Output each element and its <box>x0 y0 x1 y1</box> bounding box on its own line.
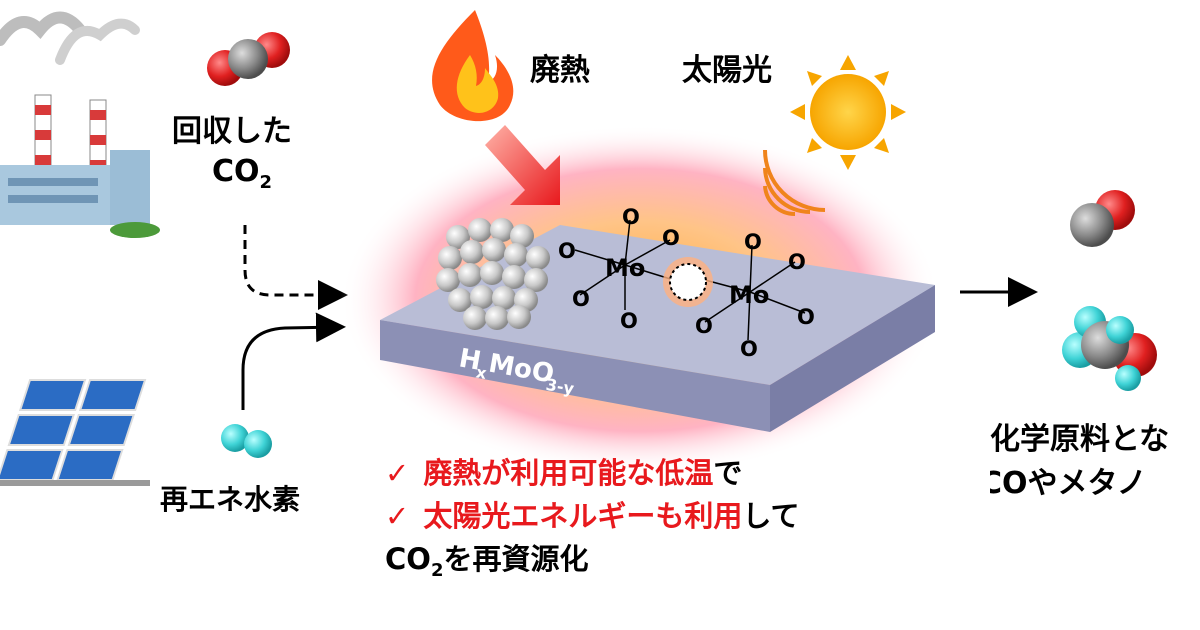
co2-molecule-icon <box>207 32 290 86</box>
summary-rest: を再資源化 <box>443 542 589 576</box>
co2-label-line1: 回収した <box>172 114 292 149</box>
o-atom-label: O <box>695 314 713 338</box>
o-atom-label: O <box>797 305 815 329</box>
check-icon: ✓ <box>385 499 410 533</box>
waste-heat-label: 廃熱 <box>530 53 590 88</box>
hydrogen-molecule-icon <box>221 424 272 458</box>
benefit-line1-red: 廃熱が利用可能な低温 <box>423 456 714 490</box>
co2-co: CO <box>212 154 260 189</box>
catalyst-formula: H x MoO 3-y <box>457 343 576 399</box>
products-label: 化学原料とな COやメタノ <box>990 418 1200 506</box>
co2-flow-arrow <box>243 225 348 310</box>
heat-arrow <box>485 125 560 205</box>
mo-atom-label-right: Mo <box>729 281 769 309</box>
benefit-summary: CO2を再資源化 <box>385 538 799 592</box>
o-atom-label: O <box>740 337 758 361</box>
products-line2: COやメタノ <box>990 466 1147 501</box>
o-atom-label: O <box>558 239 576 263</box>
mo-atom-label-left: Mo <box>605 254 645 282</box>
o-atom-label: O <box>788 250 806 274</box>
co2-input-label: 回収した CO2 <box>172 112 292 203</box>
o-atom-label: O <box>662 226 680 250</box>
benefit-item: ✓ 太陽光エネルギーも利用して <box>385 495 799 538</box>
benefits-list: ✓ 廃熱が利用可能な低温で ✓ 太陽光エネルギーも利用して CO2を再資源化 <box>385 452 799 592</box>
benefit-line2-black: して <box>742 499 800 533</box>
benefit-line1-black: で <box>713 456 743 490</box>
solar-panel-icon <box>0 379 150 486</box>
methanol-molecule-icon <box>1062 306 1157 391</box>
hydrogen-input-label: 再エネ水素 <box>160 483 301 516</box>
co2-label-formula: CO2 <box>172 152 292 203</box>
o-atom-label: O <box>622 205 640 229</box>
factory-icon <box>0 11 160 238</box>
sunlight-rays <box>763 149 826 217</box>
sunlight-label: 太陽光 <box>682 53 772 88</box>
hydrogen-flow-arrow <box>241 312 346 410</box>
benefit-item: ✓ 廃熱が利用可能な低温で <box>385 452 799 495</box>
o-atom-label: O <box>572 287 590 311</box>
check-icon: ✓ <box>385 456 410 490</box>
co2-sub: 2 <box>259 172 273 193</box>
benefit-line2-red: 太陽光エネルギーも利用 <box>423 499 743 533</box>
o-atom-label: O <box>620 309 638 333</box>
metal-nanoparticle-cluster <box>436 218 550 330</box>
formula-sub-3y: 3-y <box>544 375 576 399</box>
formula-h: H <box>457 343 484 376</box>
summary-sub: 2 <box>430 559 444 581</box>
formula-sub-x: x <box>475 362 489 383</box>
products-line1: 化学原料とな <box>990 422 1170 457</box>
summary-co: CO <box>385 542 431 576</box>
flame-icon <box>432 10 514 122</box>
sun-icon <box>790 55 906 170</box>
oxygen-vacancy <box>663 257 713 307</box>
co-molecule-icon <box>1070 190 1135 247</box>
o-atom-label: O <box>744 230 762 254</box>
